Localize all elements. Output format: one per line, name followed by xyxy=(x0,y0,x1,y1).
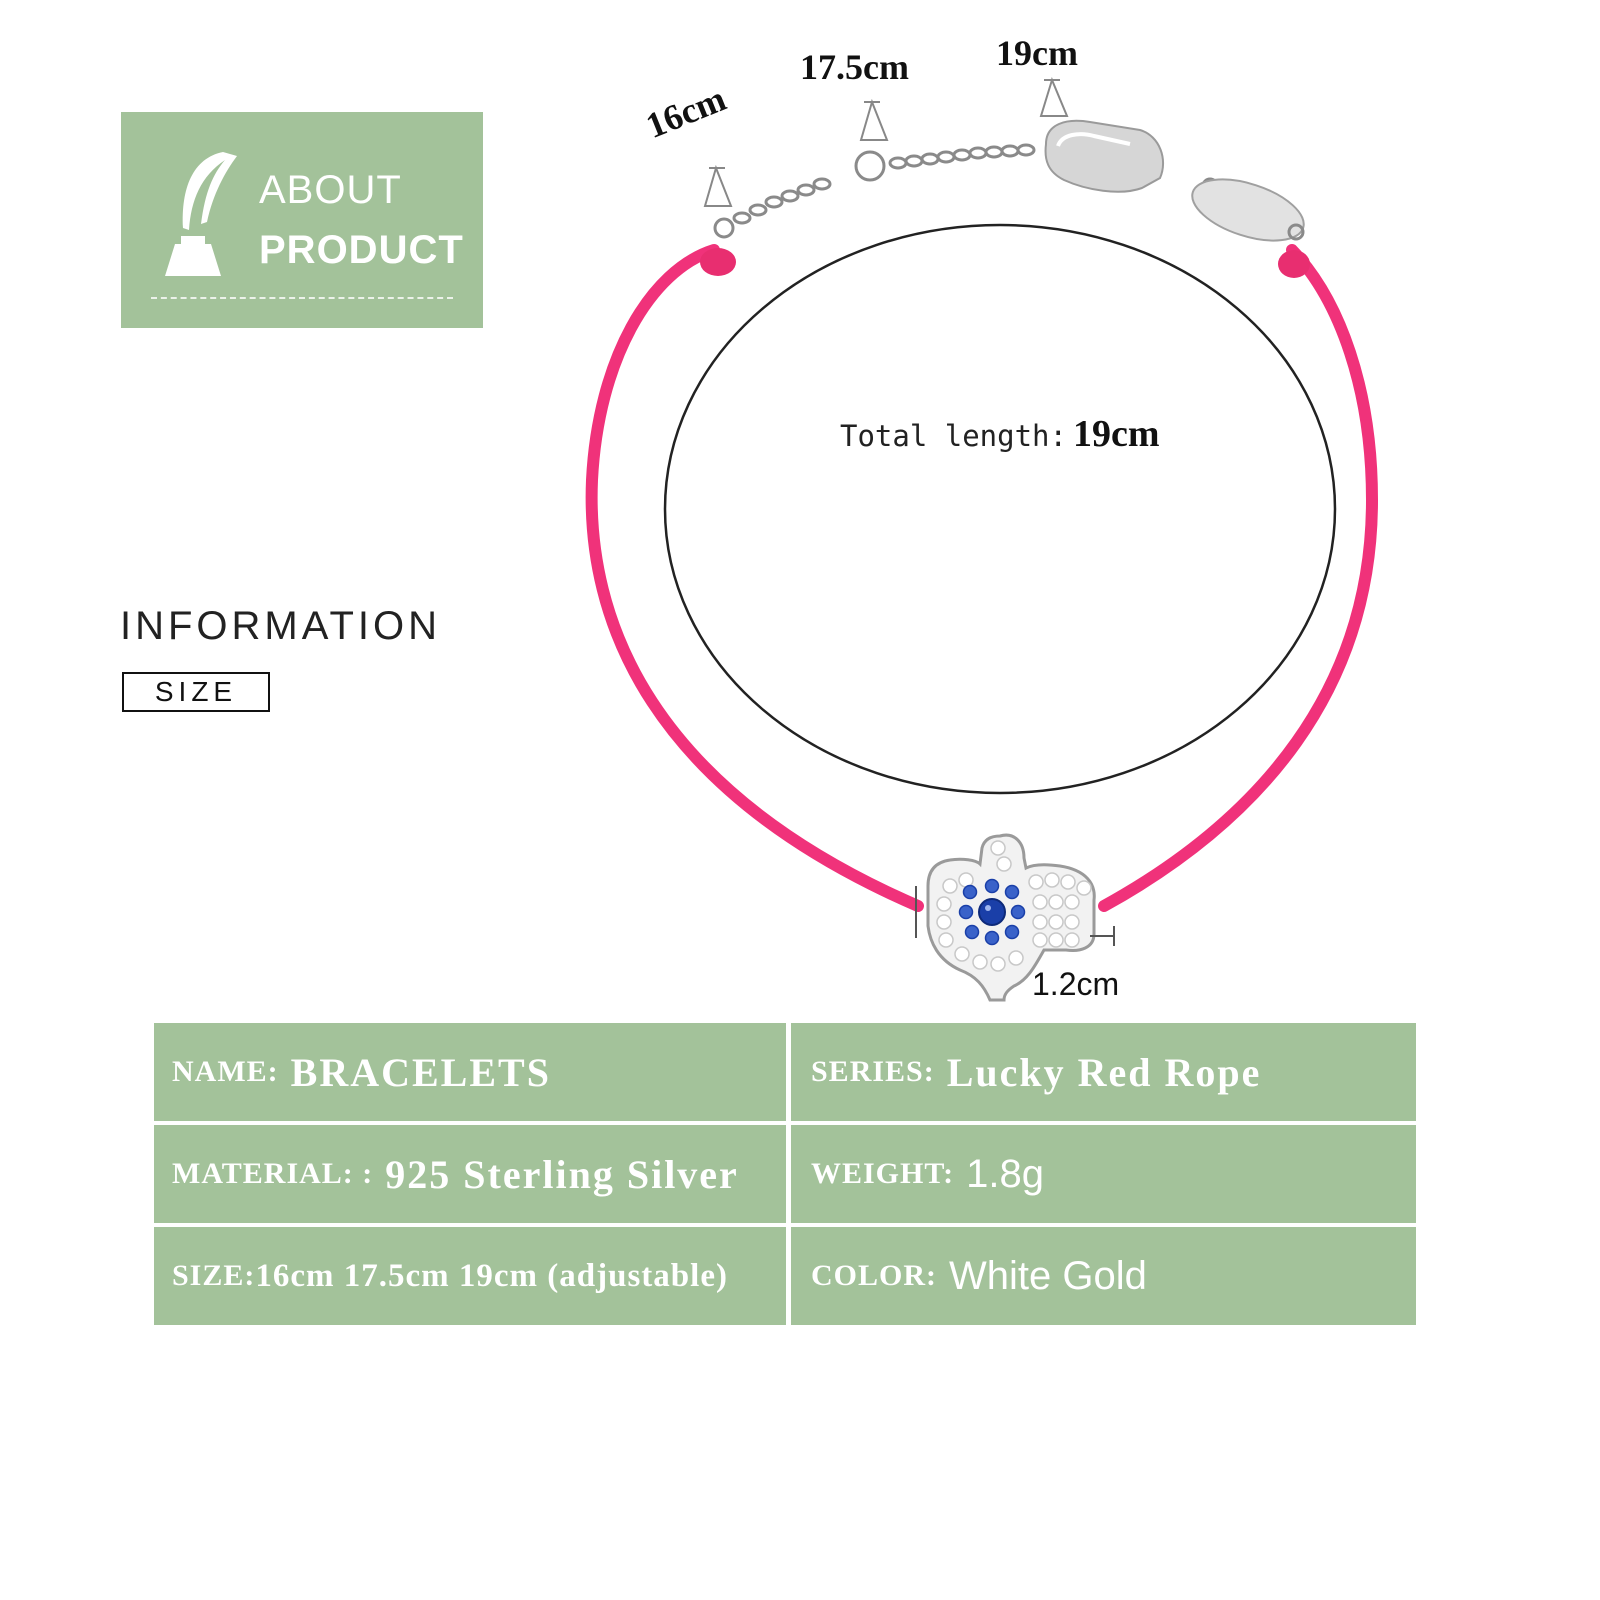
oval-tag xyxy=(1191,178,1305,242)
knot-left xyxy=(700,248,736,276)
product-info-table: NAME: BRACELETS SERIES: Lucky Red Rope M… xyxy=(154,1023,1416,1329)
information-heading: INFORMATION xyxy=(120,604,442,648)
material-value: 925 Sterling Silver xyxy=(385,1151,739,1197)
total-length: Total length:19cm xyxy=(840,412,1160,456)
name-value: BRACELETS xyxy=(290,1049,551,1095)
charm-dimension-line xyxy=(915,886,1115,946)
length-label-17-5cm: 17.5cm xyxy=(800,47,909,87)
rope-left xyxy=(585,244,924,912)
marker-175-icon xyxy=(859,98,889,141)
quill-ink-icon xyxy=(165,152,237,276)
table-row: MATERIAL: : 925 Sterling Silver WEIGHT: … xyxy=(154,1125,1416,1223)
about-label: ABOUT xyxy=(259,168,402,212)
marker-19-icon xyxy=(1039,77,1069,117)
series-cell: SERIES: Lucky Red Rope xyxy=(791,1023,1416,1121)
knot-right xyxy=(1278,250,1310,278)
extender-chain xyxy=(713,143,1036,239)
total-length-value: 19cm xyxy=(1072,413,1160,455)
size-cell: SIZE: 16cm 17.5cm 19cm (adjustable) xyxy=(154,1227,786,1325)
product-label: PRODUCT xyxy=(259,228,464,272)
weight-key: WEIGHT: xyxy=(811,1157,955,1190)
name-key: NAME: xyxy=(172,1055,279,1088)
color-key: COLOR: xyxy=(811,1259,937,1292)
dashed-divider xyxy=(151,297,453,299)
total-length-label: Total length: xyxy=(840,419,1067,453)
table-row: NAME: BRACELETS SERIES: Lucky Red Rope xyxy=(154,1023,1416,1121)
size-value: 16cm 17.5cm 19cm (adjustable) xyxy=(255,1257,728,1294)
lobster-clasp xyxy=(1044,119,1165,193)
bracelet-drawing xyxy=(585,77,1379,1002)
color-value: White Gold xyxy=(949,1253,1147,1298)
name-cell: NAME: BRACELETS xyxy=(154,1023,786,1121)
size-key: SIZE: xyxy=(172,1259,256,1292)
table-row: SIZE: 16cm 17.5cm 19cm (adjustable) COLO… xyxy=(154,1227,1416,1325)
bracelet-illustration: 16cm 17.5cm 19cm Total length:19cm 1.2cm xyxy=(585,33,1379,1002)
hamsa-charm xyxy=(926,833,1096,1002)
charm-size-label: 1.2cm xyxy=(1032,966,1120,1002)
material-cell: MATERIAL: : 925 Sterling Silver xyxy=(154,1125,786,1223)
series-value: Lucky Red Rope xyxy=(946,1049,1262,1095)
size-tag: SIZE xyxy=(122,672,270,712)
rope-right xyxy=(1098,244,1379,912)
size-circle xyxy=(663,223,1337,795)
color-cell: COLOR: White Gold xyxy=(791,1227,1416,1325)
weight-cell: WEIGHT: 1.8g xyxy=(791,1125,1416,1223)
material-key: MATERIAL: : xyxy=(172,1157,374,1190)
marker-16-icon xyxy=(703,164,733,207)
about-product-badge: ABOUT PRODUCT xyxy=(121,112,483,328)
series-key: SERIES: xyxy=(811,1055,935,1088)
length-label-19cm: 19cm xyxy=(996,33,1078,73)
weight-value: 1.8g xyxy=(966,1151,1044,1196)
